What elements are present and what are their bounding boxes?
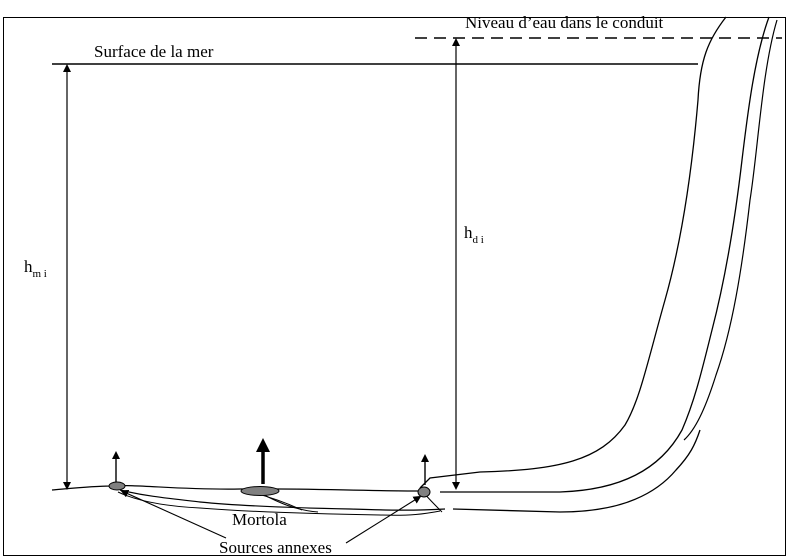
sea-surface-label: Surface de la mer [94, 42, 214, 61]
source-mortola [240, 486, 280, 496]
sources-annexes-label: Sources annexes [219, 538, 332, 557]
source-annexe-left [108, 481, 126, 491]
hm-label: hm i [24, 257, 47, 280]
annex-pointer-right [345, 495, 422, 544]
hm-subscript: m i [33, 268, 47, 280]
water-level-label: Niveau d’eau dans le conduit [465, 13, 664, 32]
mortola-label: Mortola [232, 510, 287, 529]
conduit-inner-wall [419, 16, 727, 489]
seabed-line [51, 484, 421, 492]
conduit-mid-wall [683, 19, 778, 441]
hd-label: hd i [464, 223, 484, 246]
conduit-bottom-wall [452, 429, 701, 513]
hd-subscript: d i [473, 234, 484, 246]
conduit-outer-wall [440, 16, 770, 493]
frame-border [3, 17, 786, 556]
source-annexe-right [417, 486, 431, 498]
conduit-floor-lower [117, 491, 441, 516]
annex-pointer-left [120, 489, 227, 539]
conduit-floor-line [119, 489, 446, 511]
mortola-channel-lower [261, 493, 319, 513]
